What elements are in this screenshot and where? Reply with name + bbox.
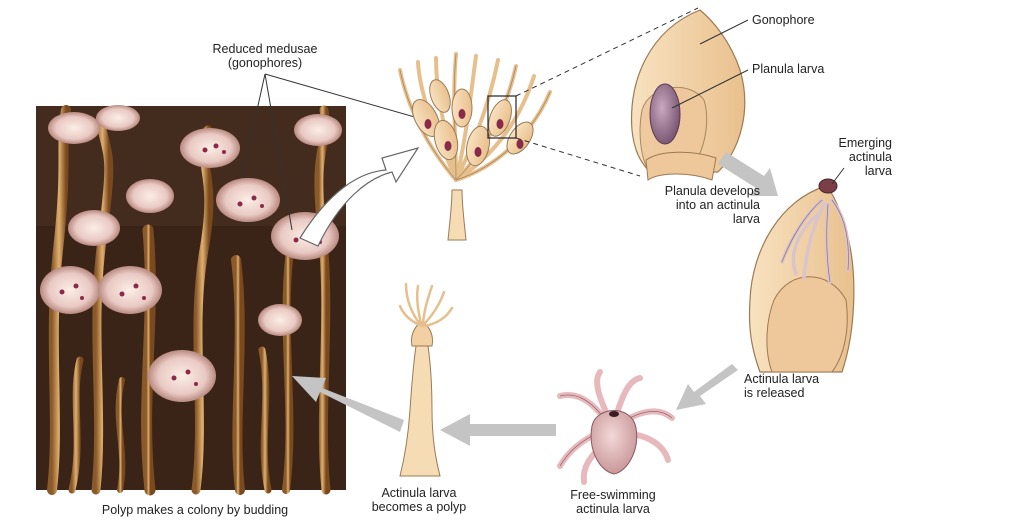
free-swimming-actinula [557,369,675,485]
actinula-released-label: Actinula larva is released [744,372,819,400]
emerging-line2: actinula [848,150,892,164]
planula-larva-shape [649,83,681,145]
arrow-gonophore-to-emerging [718,152,778,196]
white-arrow-to-polyp [299,146,420,247]
free-swimming-label: Free-swimming actinula larva [550,488,676,516]
arrow-free-to-polyp [440,414,556,446]
emerging-actinula-label: Emerging actinula larva [800,136,893,178]
planula-develops-line2: into an actinula [675,198,760,212]
emerging-leader [831,167,845,185]
enlarged-gonophore [630,9,746,181]
gonophore-leaders [671,19,749,109]
planula-larva-label: Planula larva [752,62,825,76]
free-swimming-line2: actinula larva [576,502,650,516]
gonophore-with-emerging-actinula [748,178,855,373]
magnification-box [487,95,517,139]
becomes-polyp-label: Actinula larva becomes a polyp [354,486,484,514]
emerging-line1: Emerging [838,136,893,150]
planula-develops-line1: Planula develops [664,184,760,198]
cycle-arrows [292,152,778,446]
colony-caption: Polyp makes a colony by budding [101,503,289,517]
emerging-line3: larva [864,164,892,178]
zoom-dashed-lines [515,7,699,177]
reduced-medusae-label: Reduced medusae (gonophores) [196,42,334,70]
reduced-medusae-leaders [241,73,433,231]
colony-photo [36,105,346,496]
reduced-medusae-line1: Reduced medusae [212,42,318,56]
becomes-polyp-line1: Actinula larva [381,486,457,500]
gonophore-label: Gonophore [752,13,815,27]
arrow-polyp-to-colony [292,376,404,432]
planula-develops-label: Planula develops into an actinula larva [628,184,760,226]
arrow-emerging-to-released [676,364,738,410]
released-line1: Actinula larva [744,372,820,386]
becomes-polyp-line2: becomes a polyp [371,500,467,514]
young-polyp [398,282,454,477]
released-line2: is released [744,386,805,400]
planula-develops-line3: larva [732,212,760,226]
free-swimming-line1: Free-swimming [570,488,656,502]
reduced-medusae-line2: (gonophores) [227,56,303,70]
polyp-with-gonophores [398,52,552,241]
